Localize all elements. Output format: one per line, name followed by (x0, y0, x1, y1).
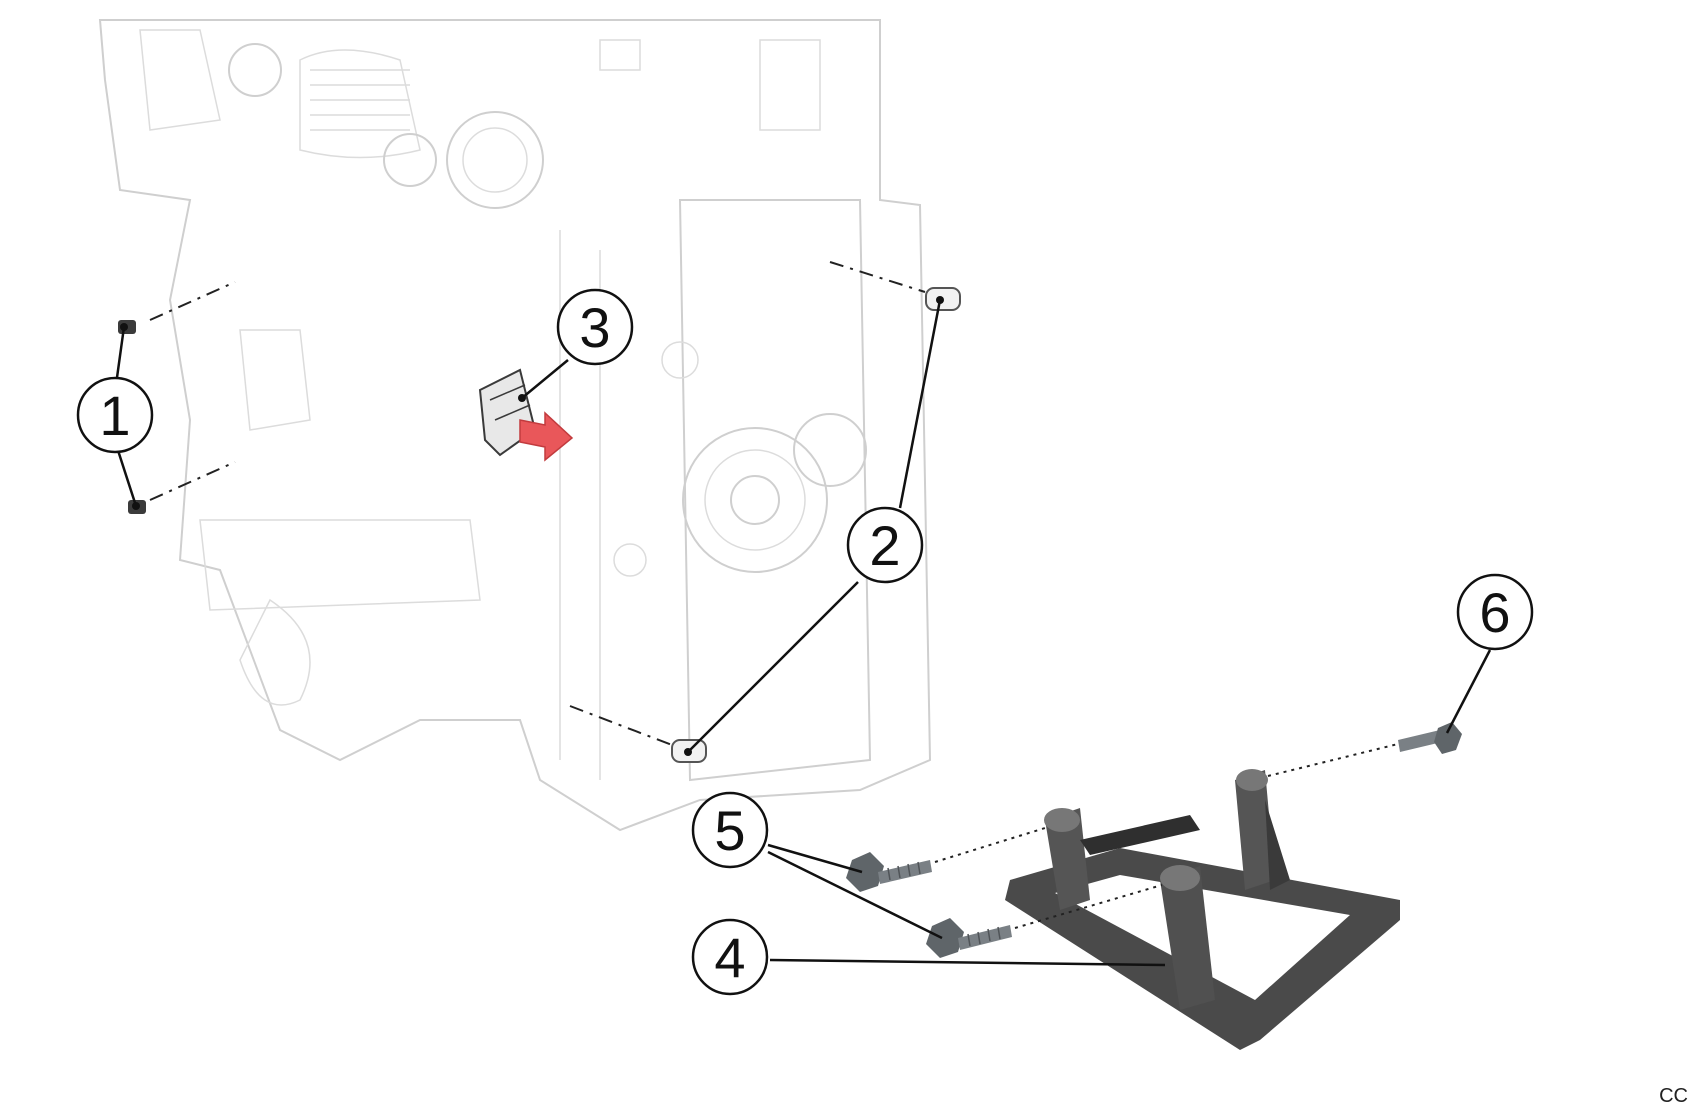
callout-1: 1 (76, 376, 154, 454)
bolt-upper (846, 852, 932, 892)
removal-arrow (519, 411, 574, 462)
part-4-engine-stand (1005, 769, 1400, 1050)
stand-post-left (1045, 808, 1090, 910)
callout-1-label: 1 (99, 384, 130, 447)
callout-5: 5 (691, 791, 769, 869)
stand-eye-right (1236, 769, 1268, 791)
part-5-bolts (846, 827, 1163, 958)
callout-6: 6 (1456, 573, 1534, 651)
callout-2-label: 2 (869, 514, 900, 577)
callout-6-label: 6 (1479, 581, 1510, 644)
engine-block-illustration (98, 19, 932, 832)
stand-eye-front (1160, 865, 1200, 891)
callout-2: 2 (846, 506, 924, 584)
bolt-lower (926, 918, 1012, 958)
callout-3: 3 (556, 288, 634, 366)
callout-5-label: 5 (714, 799, 745, 862)
stand-post-front (1160, 866, 1215, 1010)
callout-4: 4 (691, 918, 769, 996)
part-3-sensor (478, 368, 574, 462)
callout-4-label: 4 (714, 926, 745, 989)
callout-3-label: 3 (579, 296, 610, 359)
stand-eye-left (1044, 808, 1080, 832)
corner-code: CC (1659, 1085, 1688, 1107)
part-6-bolt (1267, 722, 1462, 777)
leader-lines (112, 296, 1492, 967)
